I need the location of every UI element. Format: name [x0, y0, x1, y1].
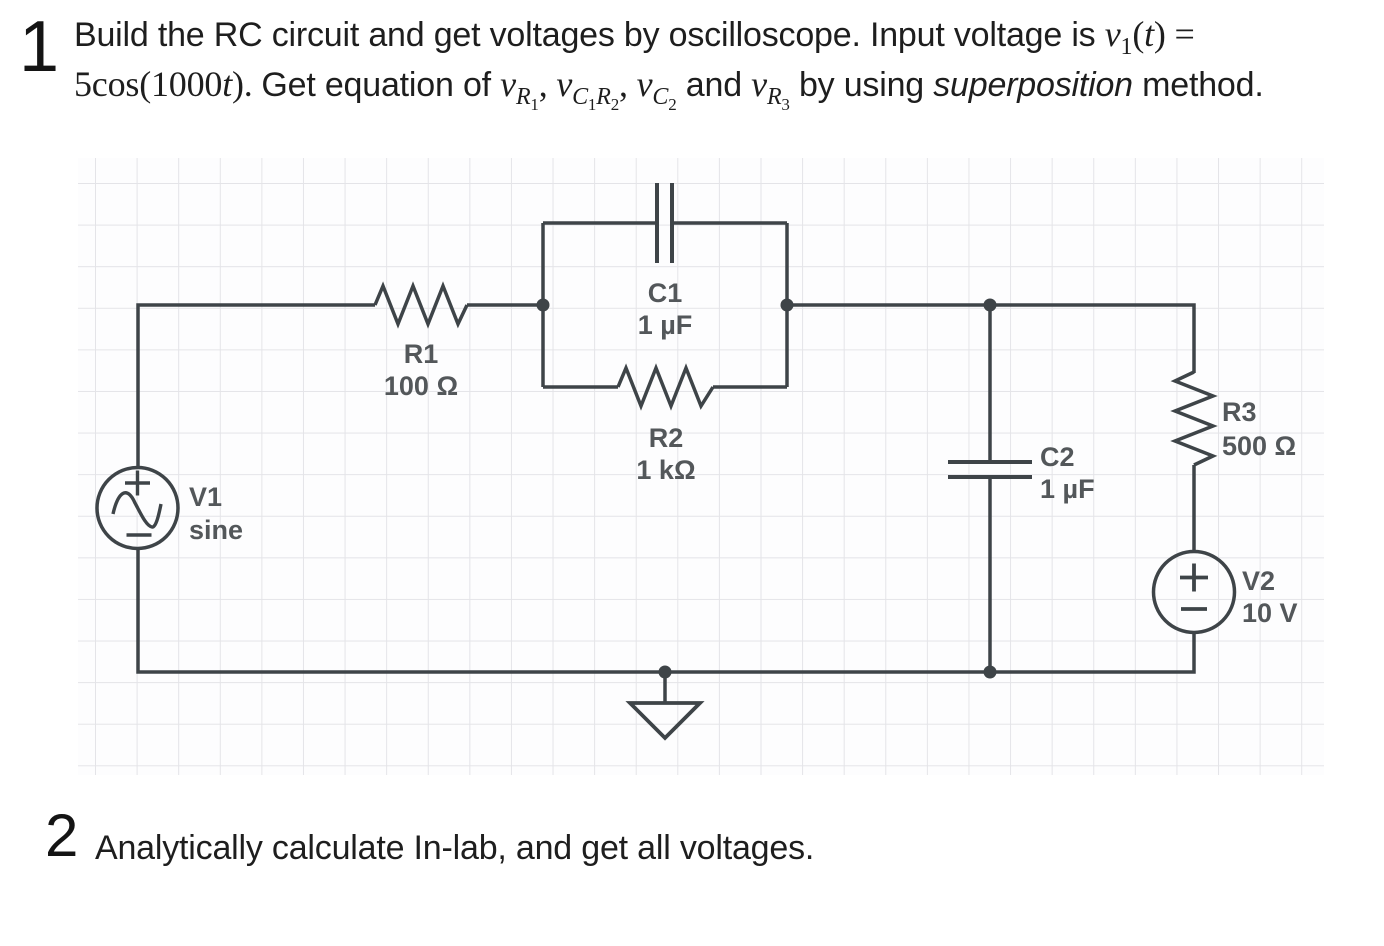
text-run: 5cos(1000 — [74, 64, 223, 104]
v2-value-label: 10 V — [1242, 598, 1298, 628]
capacitor-plates — [948, 460, 1032, 479]
problem-1-text: Build the RC circuit and get voltages by… — [74, 12, 1264, 114]
r1-name-label: R1 — [404, 339, 439, 369]
text-run: ). — [232, 64, 262, 104]
c1-name-label: C1 — [648, 278, 683, 308]
source-circle — [1151, 549, 1237, 635]
text-run: 3 — [781, 95, 790, 114]
text-run: , — [619, 64, 637, 104]
text-run: superposition — [933, 66, 1133, 104]
resistor-zigzag — [1170, 370, 1218, 467]
text-run: and — [676, 66, 752, 104]
node-dot — [780, 298, 794, 312]
text-run: by using — [789, 66, 934, 104]
text-run: t — [1144, 14, 1154, 54]
problem-2-number: 2 — [45, 802, 79, 869]
c2-value-label: 1 µF — [1040, 474, 1095, 504]
text-run: 1 — [1120, 34, 1133, 60]
node-dot — [983, 298, 997, 312]
capacitor-c2: C2 1 µF — [948, 442, 1095, 504]
voltage-source-v2: V2 10 V — [1151, 549, 1298, 635]
capacitor-plates — [655, 183, 674, 263]
node-dot — [536, 298, 550, 312]
text-run: v — [636, 64, 653, 104]
text-run: method. — [1132, 66, 1264, 104]
v2-name-label: V2 — [1242, 566, 1275, 596]
text-run: C — [572, 84, 588, 110]
text-run: 1 — [587, 95, 597, 114]
text-run: Build the RC circuit and get voltages by… — [74, 16, 1105, 54]
text-run: R — [596, 84, 611, 110]
ground-triangle — [625, 701, 705, 741]
text-run: 2 — [668, 95, 677, 114]
text-run: v — [1104, 14, 1121, 54]
resistor-zigzag — [616, 363, 715, 411]
r2-value-label: 1 kΩ — [636, 455, 695, 485]
r1-value-label: 100 Ω — [384, 371, 458, 401]
text-run: R — [515, 84, 531, 110]
text-run: v — [556, 64, 573, 104]
r3-name-label: R3 — [1222, 397, 1257, 427]
v1-value-label: sine — [189, 515, 243, 545]
text-run: v — [751, 64, 767, 104]
text-run: R — [766, 84, 782, 110]
sine-wave-icon — [111, 491, 163, 529]
text-run: Get equation of — [261, 66, 501, 104]
problem-1-line-2: 5cos(1000t). Get equation of vR1, vC1R2,… — [74, 62, 1264, 114]
c2-name-label: C2 — [1040, 442, 1075, 472]
problem-1-number: 1 — [19, 7, 60, 87]
text-run: , — [538, 64, 557, 104]
connection-nodes — [536, 298, 997, 679]
r2-name-label: R2 — [649, 423, 684, 453]
node-dot — [658, 665, 672, 679]
text-run: ( — [1132, 14, 1145, 54]
problem-1-line-1: Build the RC circuit and get voltages by… — [74, 12, 1264, 62]
capacitor-c1: C1 1 µF — [638, 183, 693, 340]
resistor-zigzag — [373, 281, 469, 329]
resistor-r2: R2 1 kΩ — [616, 363, 715, 485]
problem-2-text: Analytically calculate In-lab, and get a… — [95, 829, 815, 867]
text-run: v — [500, 64, 516, 104]
resistor-r3: R3 500 Ω — [1170, 370, 1296, 467]
resistor-r1: R1 100 Ω — [373, 281, 469, 401]
text-run: C — [652, 84, 669, 110]
node-dot — [983, 665, 997, 679]
source-circle — [95, 465, 180, 551]
text-run: 2 — [610, 95, 620, 114]
c1-value-label: 1 µF — [638, 310, 693, 340]
text-run: ) = — [1153, 14, 1195, 54]
voltage-source-v1: V1 sine — [95, 465, 243, 551]
plus-icon — [1180, 563, 1208, 592]
r3-value-label: 500 Ω — [1222, 431, 1296, 461]
ground-symbol — [625, 672, 705, 741]
text-run: 1 — [530, 95, 539, 114]
v1-name-label: V1 — [189, 482, 222, 512]
plus-icon — [125, 470, 150, 496]
text-run: t — [222, 64, 232, 104]
